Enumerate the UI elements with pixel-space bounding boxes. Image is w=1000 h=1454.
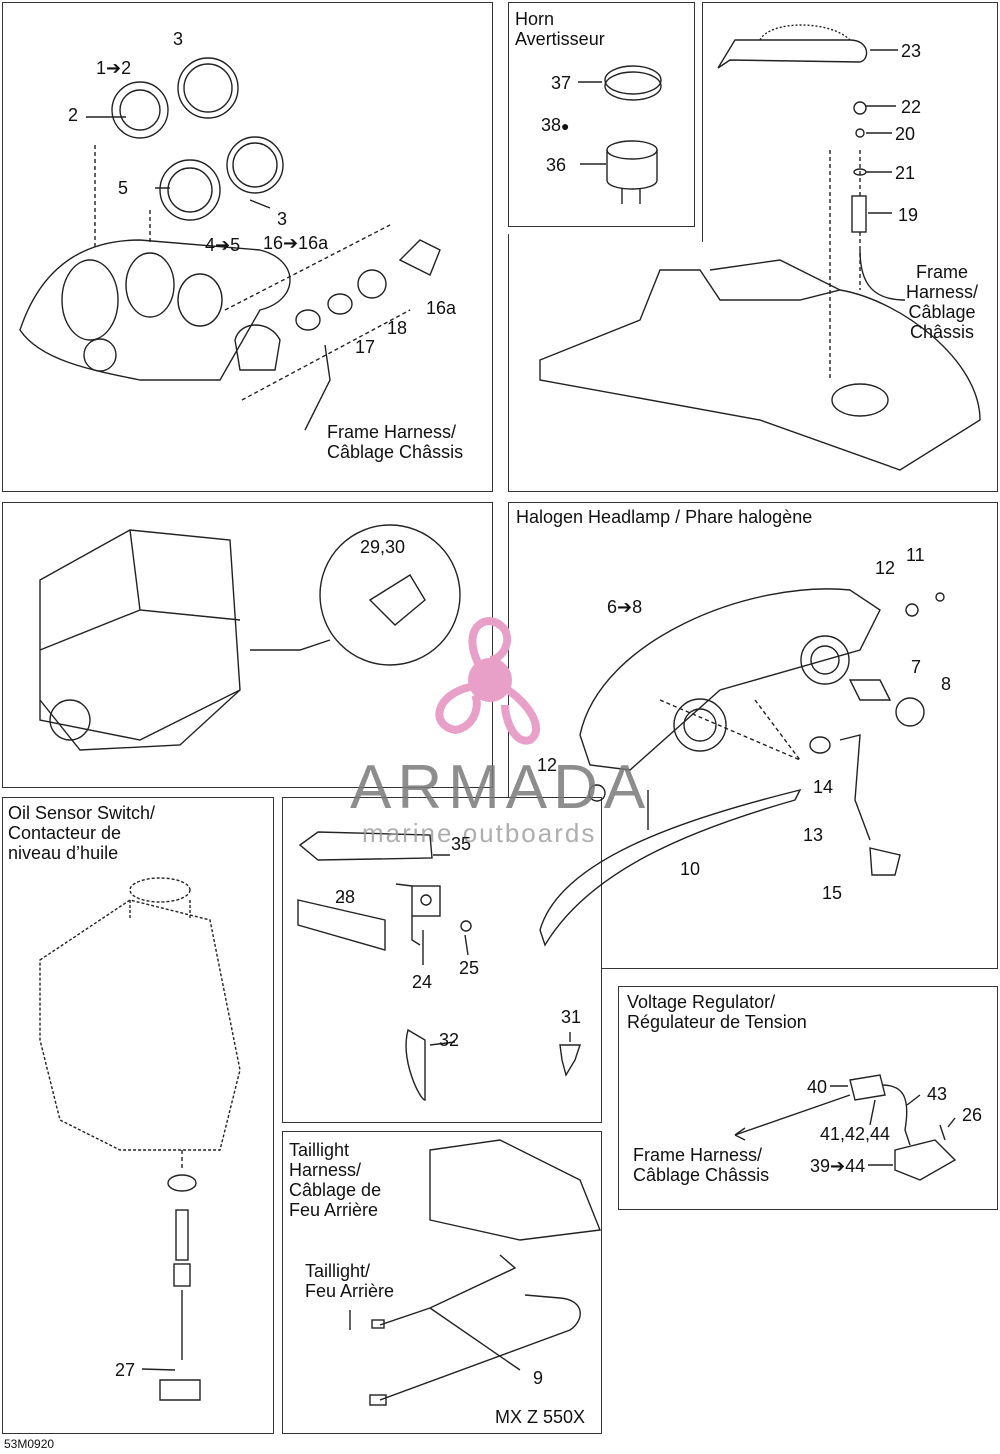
callout-21: 21 bbox=[895, 163, 916, 183]
regulator-title: Voltage Regulator/ Régulateur de Tension bbox=[627, 992, 807, 1032]
callout-12: 12 bbox=[875, 558, 896, 578]
callout-17: 17 bbox=[355, 337, 376, 357]
instrument-harness-label: Frame Harness/ Câblage Châssis bbox=[327, 422, 464, 462]
armada-logo-icon bbox=[435, 617, 540, 745]
callout-6-to-8: 6➔8 bbox=[607, 597, 643, 617]
instrument-panel bbox=[2, 2, 493, 492]
callout-43: 43 bbox=[927, 1084, 948, 1104]
callout-4-to-5: 4➔5 bbox=[205, 235, 241, 255]
callout-36: 36 bbox=[546, 155, 567, 175]
callout-25: 25 bbox=[459, 958, 480, 978]
watermark-name: ARMADA bbox=[350, 753, 652, 822]
callout-11: 11 bbox=[906, 545, 925, 565]
callout-31: 31 bbox=[561, 1007, 582, 1027]
callout-3: 3 bbox=[173, 29, 184, 49]
callout-39-to-44: 39➔44 bbox=[810, 1156, 866, 1176]
taillight-title: Taillight Harness/ Câblage de Feu Arrièr… bbox=[289, 1140, 382, 1220]
hood-harness-label: Frame Harness/ Câblage Châssis bbox=[906, 262, 979, 342]
callout-3-second: 3 bbox=[277, 209, 288, 229]
model-label: MX Z 550X bbox=[495, 1407, 586, 1427]
callout-28: 28 bbox=[335, 887, 356, 907]
callout-18: 18 bbox=[387, 318, 408, 338]
callout-22: 22 bbox=[901, 97, 922, 117]
oil-sensor-panel bbox=[2, 797, 274, 1434]
callout-38: 38● bbox=[541, 115, 570, 135]
callout-40: 40 bbox=[807, 1077, 828, 1097]
callout-27: 27 bbox=[115, 1360, 136, 1380]
callout-23: 23 bbox=[901, 41, 922, 61]
watermark-subtitle: marine outboards bbox=[362, 818, 597, 848]
taillight-lamp-label: Taillight/ Feu Arrière bbox=[305, 1261, 395, 1301]
callout-15: 15 bbox=[822, 883, 843, 903]
callout-32: 32 bbox=[439, 1030, 460, 1050]
callout-9: 9 bbox=[533, 1368, 544, 1388]
callout-37: 37 bbox=[551, 73, 572, 93]
callout-1-to-2: 1➔2 bbox=[96, 58, 132, 78]
callout-35: 35 bbox=[451, 834, 472, 854]
callout-29-30: 29,30 bbox=[360, 537, 406, 557]
regulator-harness-label: Frame Harness/ Câblage Châssis bbox=[633, 1145, 770, 1185]
callout-14: 14 bbox=[813, 777, 834, 797]
callout-2: 2 bbox=[68, 105, 79, 125]
horn-title: Horn Avertisseur bbox=[515, 9, 605, 49]
oil-drop-icon: ● bbox=[561, 118, 570, 134]
callout-24: 24 bbox=[412, 972, 433, 992]
callout-12-second: 12 bbox=[537, 755, 558, 775]
callout-5: 5 bbox=[118, 178, 129, 198]
oil-sensor-title: Oil Sensor Switch/ Contacteur de niveau … bbox=[8, 803, 156, 863]
hood-panel-top bbox=[702, 2, 998, 242]
callout-20: 20 bbox=[895, 124, 916, 144]
callout-19: 19 bbox=[898, 205, 919, 225]
callout-7: 7 bbox=[911, 657, 922, 677]
callout-26: 26 bbox=[962, 1105, 983, 1125]
callout-8: 8 bbox=[941, 674, 952, 694]
callout-41-42-44: 41,42,44 bbox=[820, 1124, 891, 1144]
callout-13: 13 bbox=[803, 825, 824, 845]
callout-16-to-16a: 16➔16a bbox=[263, 233, 329, 253]
headlamp-title: Halogen Headlamp / Phare halogène bbox=[516, 507, 813, 527]
diagram-code: 53M0920 bbox=[4, 1437, 55, 1451]
callout-10: 10 bbox=[680, 859, 701, 879]
callout-16a: 16a bbox=[426, 298, 457, 318]
